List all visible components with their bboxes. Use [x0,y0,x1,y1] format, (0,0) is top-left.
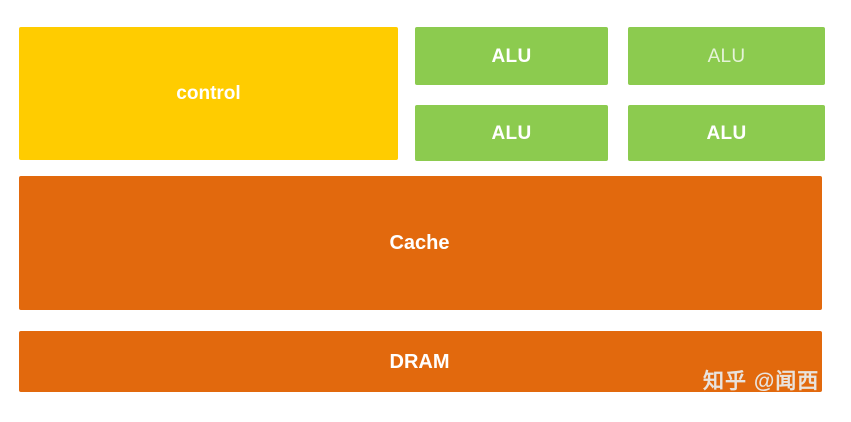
cache-block: Cache [19,176,822,310]
alu-label: ALU [707,45,746,67]
alu-label: ALU [491,45,532,67]
dram-block: DRAM [19,331,822,392]
cache-label: Cache [389,232,450,254]
alu-block-row1-col1: ALU [415,27,608,85]
alu-block-row1-col2: ALU [628,27,825,85]
alu-block-row2-col1: ALU [415,105,608,161]
watermark: 知乎 @闻西 [703,370,820,393]
control-label: control [176,83,241,104]
control-block: control [19,27,398,160]
dram-label: DRAM [389,350,450,373]
alu-label: ALU [491,122,532,144]
alu-block-row2-col2: ALU [628,105,825,161]
alu-label: ALU [706,122,747,144]
